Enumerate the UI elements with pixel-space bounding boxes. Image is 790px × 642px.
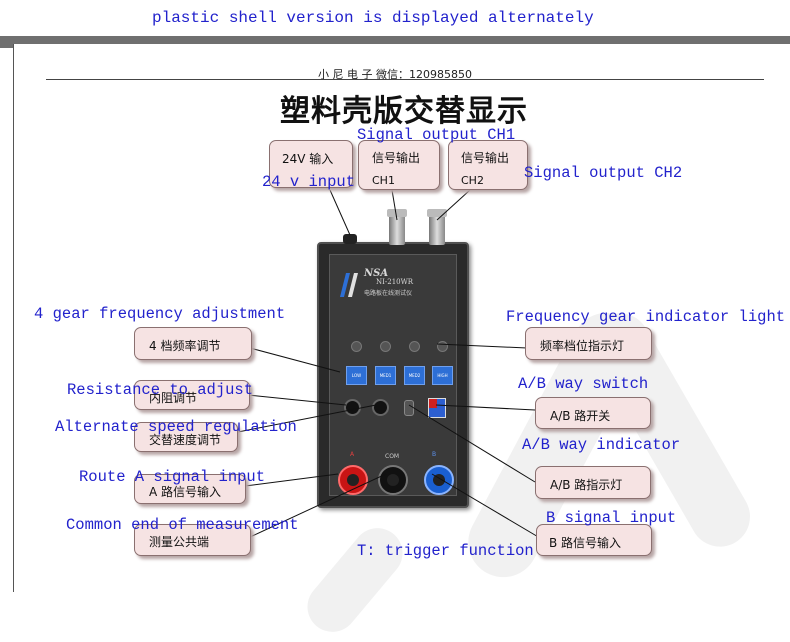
label-trigger: T: trigger function [357,542,534,560]
callout-text: A 路信号输入 [149,485,222,499]
callout-signal-ch1: 信号输出 CH1 [358,140,440,190]
callout-text: A/B 路开关 [550,409,611,423]
callout-ab-switch: A/B 路开关 [535,397,651,429]
callout-text: CH1 [372,174,395,187]
top-banner: plastic shell version is displayed alter… [0,0,790,36]
bnc-connector-ch2[interactable] [427,209,447,245]
callout-alt-speed: 交替速度调节 [134,422,238,452]
document-header: 小 尼 电 子 微信：120985850 [318,68,472,81]
device-subtitle: 电路板在线测试仪 [364,290,413,297]
label-24v-input: 24 v input [262,173,356,191]
callout-signal-ch2: 信号输出 CH2 [448,140,528,190]
document-title: 塑料壳版交替显示 [280,94,528,129]
freq-button-med1[interactable]: MED1 [375,366,396,385]
bnc-cap [387,209,407,217]
callout-b-signal: B 路信号输入 [536,524,652,556]
frequency-led [437,341,448,352]
ab-indicator-a [429,399,437,408]
callout-route-a: A 路信号输入 [134,474,246,504]
freq-button-med2[interactable]: MED2 [404,366,425,385]
jack-label-a: A [350,451,355,458]
callout-text: 24V 输入 [282,152,334,166]
device-faceplate: NSA NI-210WR 电路板在线测试仪 LOW MED1 MED2 HIGH… [329,254,457,496]
frequency-led [351,341,362,352]
jack-b-blue[interactable] [424,465,454,495]
label-freq-adjust: 4 gear frequency adjustment [34,305,286,323]
banner-text: plastic shell version is displayed alter… [152,9,594,27]
frequency-led [409,341,420,352]
callout-text: 测量公共端 [149,535,210,549]
label-ab-switch: A/B way switch [518,375,649,393]
freq-button-high[interactable]: HIGH [432,366,453,385]
callout-freq-adjust: 4 档频率调节 [134,327,252,360]
label-freq-indicator: Frequency gear indicator light [506,308,786,326]
jack-label-b: B [432,451,437,458]
tester-device: NSA NI-210WR 电路板在线测试仪 LOW MED1 MED2 HIGH… [317,242,469,508]
callout-resistance: 内阻调节 [134,380,250,410]
callout-text: 信号输出 [372,151,421,165]
label-resistance: Resistance to adjust [67,381,254,399]
label-signal-output-ch2: Signal output CH2 [524,164,683,182]
callout-freq-indicator: 频率档位指示灯 [525,327,652,360]
frequency-led [380,341,391,352]
label-b-signal: B signal input [546,509,677,527]
callout-24v-input: 24V 输入 [269,140,353,188]
jack-hole [433,474,445,486]
callout-text: A/B 路指示灯 [550,478,623,492]
device-model: NI-210WR [376,278,414,286]
label-alt-speed: Alternate speed regulation [55,418,297,436]
brand-logo-icon [340,273,358,297]
header-divider [46,79,764,80]
callout-text: B 路信号输入 [549,536,622,550]
ab-toggle-switch[interactable] [404,400,414,416]
callout-text: 4 档频率调节 [149,339,221,353]
callout-text: CH2 [461,174,484,187]
callout-text: 内阻调节 [149,391,198,405]
speed-knob[interactable] [372,399,389,416]
device-brand: NSA [364,268,389,279]
label-signal-output-ch1: Signal output CH1 [357,126,516,144]
resistance-knob[interactable] [344,399,361,416]
callout-common-end: 测量公共端 [134,524,251,556]
label-route-a: Route A signal input [79,468,266,486]
power-input-jack[interactable] [343,234,357,244]
label-ab-indicator: A/B way indicator [522,436,681,454]
callout-text: 频率档位指示灯 [540,339,625,353]
bnc-connector-ch1[interactable] [387,209,407,245]
callout-ab-indicator: A/B 路指示灯 [535,466,651,499]
label-common-end: Common end of measurement [66,516,299,534]
ab-indicator [428,398,446,418]
jack-hole [387,474,399,486]
jack-label-com: COM [385,453,400,460]
jack-com-black[interactable] [378,465,408,495]
jack-a-red[interactable] [338,465,368,495]
bnc-cap [427,209,447,217]
jack-hole [347,474,359,486]
freq-button-low[interactable]: LOW [346,366,367,385]
callout-text: 交替速度调节 [149,433,222,447]
callout-text: 信号输出 [461,151,510,165]
